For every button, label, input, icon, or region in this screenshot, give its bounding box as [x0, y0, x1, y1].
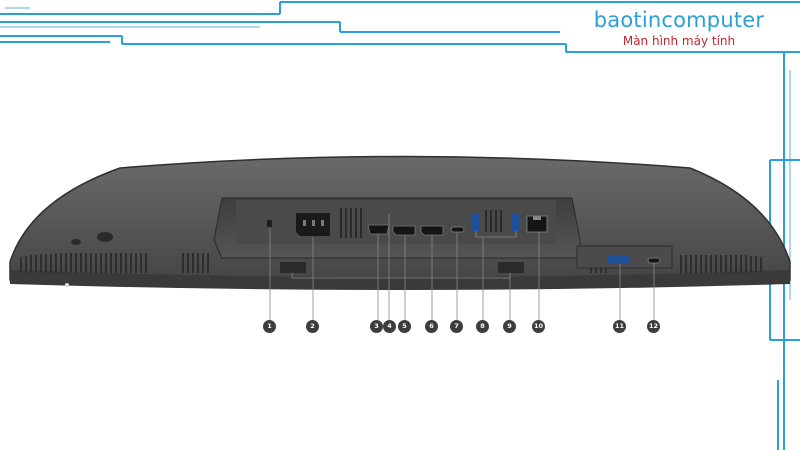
callout-2: 2 [306, 320, 319, 333]
lock-slot-icon [267, 220, 272, 227]
callout-10: 10 [532, 320, 545, 333]
callout-5: 5 [398, 320, 411, 333]
callout-8: 8 [476, 320, 489, 333]
displayport-port-icon [392, 225, 416, 236]
callout-12: 12 [647, 320, 660, 333]
joystick-icon [97, 232, 113, 242]
hdmi-port-icon [367, 224, 390, 235]
callout-7: 7 [450, 320, 463, 333]
callout-1: 1 [263, 320, 276, 333]
callout-4: 4 [383, 320, 396, 333]
brand-tagline: Màn hình máy tính [622, 34, 736, 48]
callout-3: 3 [370, 320, 383, 333]
callout-9: 9 [503, 320, 516, 333]
brand-name: baotincomputer [593, 8, 765, 32]
displayport-port-icon [420, 225, 444, 236]
usb-a-port-icon [472, 213, 479, 231]
callout-6: 6 [425, 320, 438, 333]
usb-c-port-icon [450, 226, 465, 233]
brand-block: baotincomputer Màn hình máy tính [566, 8, 792, 49]
cable-clip-icon [280, 262, 306, 273]
callout-11: 11 [613, 320, 626, 333]
